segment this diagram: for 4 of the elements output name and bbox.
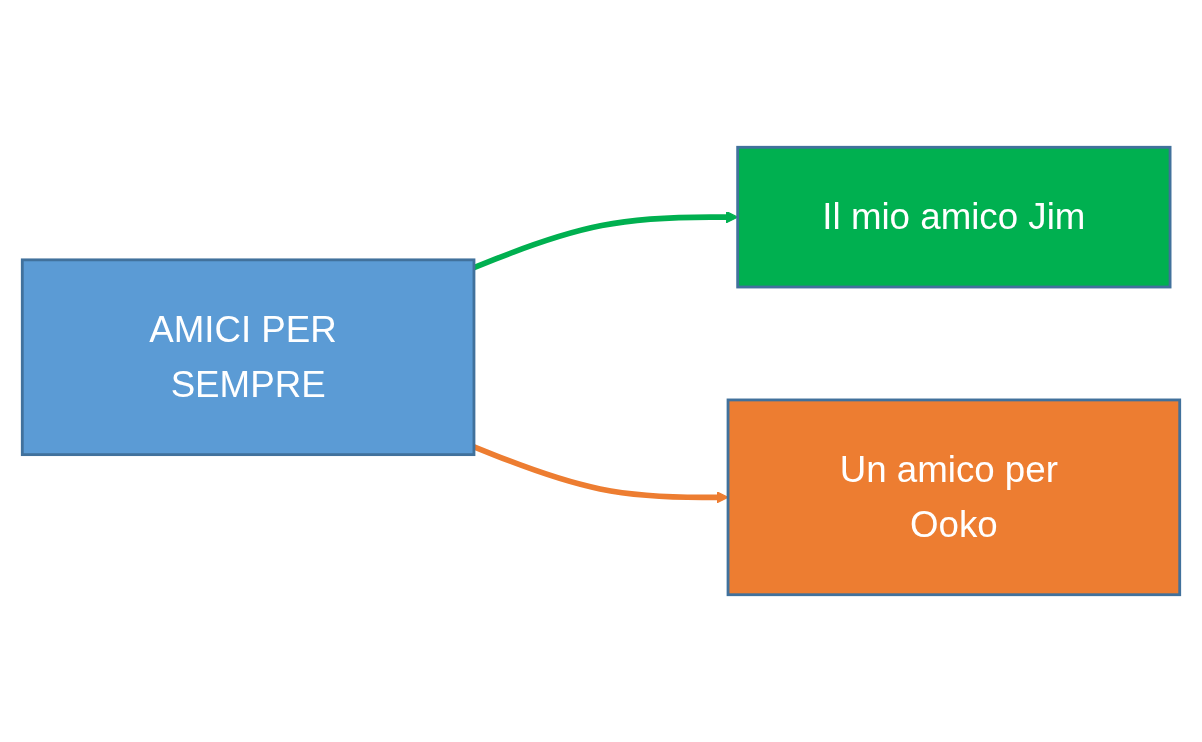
node-box: Il mio amico Jim bbox=[736, 145, 1172, 289]
arrow bbox=[472, 444, 729, 504]
node-box: AMICI PER SEMPRE bbox=[20, 258, 476, 457]
node-box: Un amico per Ooko bbox=[726, 398, 1182, 597]
